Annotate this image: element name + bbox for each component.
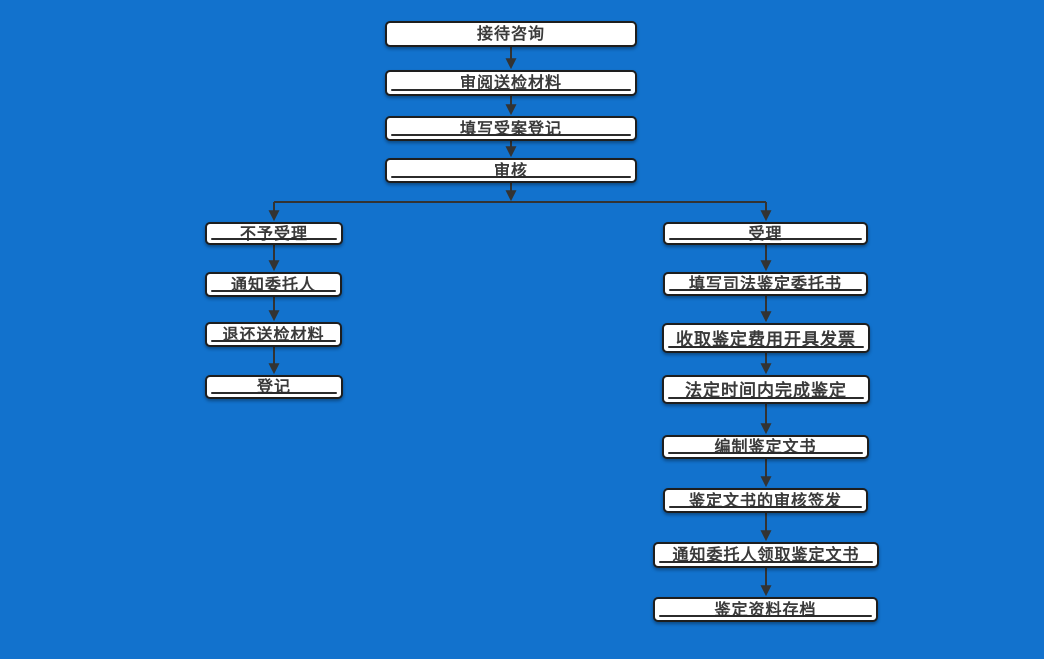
node-label: 受理 [748, 225, 783, 243]
node-label: 鉴定文书的审核签发 [688, 492, 842, 510]
node-label: 法定时间内完成鉴定 [685, 381, 847, 400]
node-audit: 审核 [385, 158, 637, 183]
node-archive-appraisal-materials: 鉴定资料存档 [653, 597, 878, 622]
node-reception-consult: 接待咨询 [385, 21, 637, 47]
node-label: 填写司法鉴定委托书 [688, 276, 842, 293]
node-notify-client-collect-document: 通知委托人领取鉴定文书 [653, 542, 879, 568]
node-label: 不予受理 [239, 225, 308, 243]
node-label: 审阅送检材料 [459, 75, 562, 92]
node-label: 通知委托人 [230, 276, 316, 294]
node-label: 登记 [256, 379, 291, 396]
node-label: 收取鉴定费用开具发票 [676, 329, 856, 349]
node-label: 审核 [493, 162, 528, 180]
node-label: 编制鉴定文书 [714, 439, 817, 456]
node-document-review-and-issue: 鉴定文书的审核签发 [663, 488, 868, 513]
node-label: 鉴定资料存档 [714, 601, 817, 619]
node-review-submitted-materials: 审阅送检材料 [385, 70, 637, 96]
node-accepted: 受理 [663, 222, 868, 245]
node-return-submitted-materials: 退还送检材料 [205, 322, 342, 347]
node-label: 填写受案登记 [459, 120, 562, 138]
node-register: 登记 [205, 375, 343, 399]
node-fill-case-registration: 填写受案登记 [385, 116, 637, 141]
node-label: 通知委托人领取鉴定文书 [672, 547, 860, 564]
node-notify-client: 通知委托人 [205, 272, 342, 297]
node-complete-appraisal-within-legal-time: 法定时间内完成鉴定 [662, 375, 870, 404]
node-not-accepted: 不予受理 [205, 222, 343, 245]
node-label: 退还送检材料 [222, 326, 325, 344]
node-label: 接待咨询 [476, 26, 545, 43]
node-fill-commission-letter: 填写司法鉴定委托书 [663, 272, 868, 296]
node-collect-fee-issue-invoice: 收取鉴定费用开具发票 [662, 323, 870, 353]
node-compile-appraisal-document: 编制鉴定文书 [662, 435, 869, 459]
